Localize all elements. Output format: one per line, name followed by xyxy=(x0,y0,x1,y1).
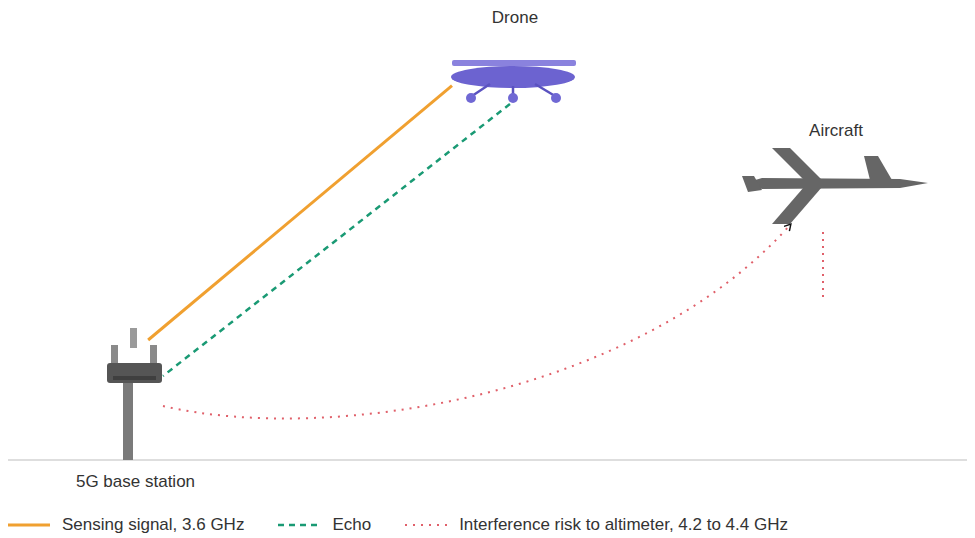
base-station-icon xyxy=(107,328,162,460)
legend-item: Echo xyxy=(278,515,371,535)
signal-connector xyxy=(148,86,452,340)
legend-text: Echo xyxy=(332,515,371,535)
signal-connector xyxy=(163,104,510,376)
node-label: Drone xyxy=(492,8,538,28)
legend-sample xyxy=(278,520,320,530)
legend-text: Sensing signal, 3.6 GHz xyxy=(62,515,244,535)
node-label: 5G base station xyxy=(76,472,195,492)
altimeter-beam xyxy=(822,232,824,300)
legend-text: Interference risk to altimeter, 4.2 to 4… xyxy=(459,515,788,535)
node-label: Aircraft xyxy=(809,121,863,141)
legend-item: Sensing signal, 3.6 GHz xyxy=(8,515,244,535)
drone-icon xyxy=(451,60,576,103)
legend-item: Interference risk to altimeter, 4.2 to 4… xyxy=(405,515,788,535)
illustrated-node: 5G base station xyxy=(108,340,163,460)
signal-connector xyxy=(163,224,791,418)
legend-sample xyxy=(8,520,50,530)
illustrated-node: Aircraft xyxy=(742,148,930,224)
aircraft-icon xyxy=(742,148,928,224)
legend-sample xyxy=(405,520,447,530)
illustrated-node: Drone xyxy=(452,58,578,104)
ground-line xyxy=(8,459,967,460)
